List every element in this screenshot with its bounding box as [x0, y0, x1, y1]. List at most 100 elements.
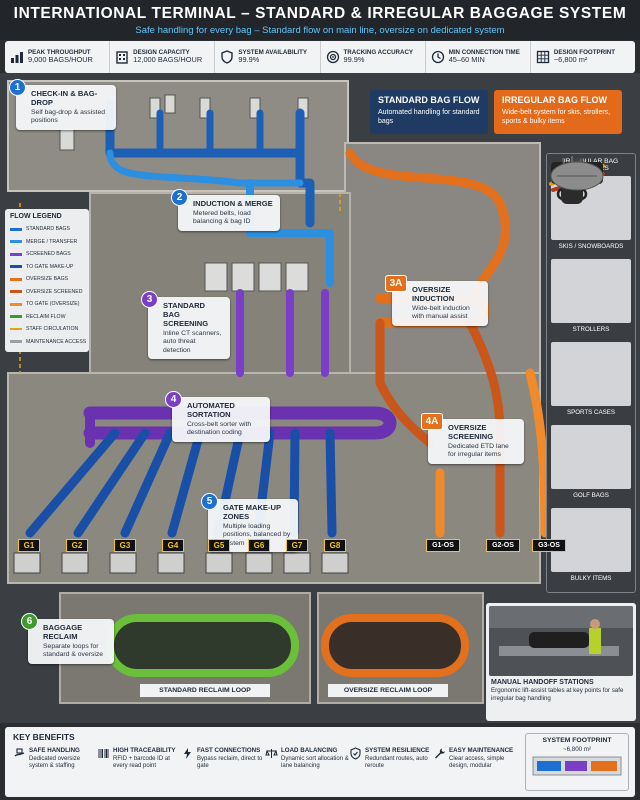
flow-body: Wide-belt system for skis, strollers, sp… — [502, 109, 611, 126]
callout-body: Inline CT scanners, auto threat detectio… — [163, 330, 222, 354]
callout-oversize-screening: 4A OVERSIZE SCREENING Dedicated ETD lane… — [421, 413, 524, 464]
legend-item: OVERSIZE SCREENED — [10, 286, 84, 299]
metric-value: 99.9% — [343, 55, 365, 65]
oversize-reclaim-label: OVERSIZE RECLAIM LOOP — [328, 684, 448, 697]
handoff-body: Ergonomic lift-assist tables at key poin… — [491, 687, 624, 702]
flow-body: Automated handling for standard bags — [378, 109, 480, 126]
balance-icon — [265, 749, 278, 758]
footprint-title: SYSTEM FOOTPRINT — [542, 737, 612, 744]
metric-label: TRACKING ACCURACY — [343, 49, 414, 57]
page-title: INTERNATIONAL TERMINAL – STANDARD & IRRE… — [13, 5, 627, 22]
metric-value: ~6,800 m² — [553, 55, 588, 65]
oversize-reclaim-loop — [321, 614, 469, 677]
callout-body: Metered belts, load balancing & bag ID — [193, 210, 251, 226]
metric-label: SYSTEM AVAILABILITY — [238, 49, 307, 57]
callout-sortation: 4 AUTOMATED SORTATION Cross-belt sorter … — [165, 391, 270, 442]
step-badge: 4A — [421, 413, 443, 430]
metric-value: 45–60 MIN — [448, 55, 485, 65]
callout-title: CHECK-IN & BAG-DROP — [31, 89, 98, 107]
callout-body: Cross-belt sorter with destination codin… — [187, 421, 252, 437]
metric-label: PEAK THROUGHPUT — [28, 49, 91, 57]
baggage-system-scene: STANDARD BAG FLOW Automated handling for… — [0, 73, 640, 723]
callout-body: Self bag-drop & assisted positions — [31, 109, 106, 125]
page-subtitle: Safe handling for every bag – Standard f… — [135, 25, 505, 36]
gate-label-g1: G1 — [18, 539, 40, 552]
callout-title: BAGGAGE RECLAIM — [43, 623, 83, 641]
legend-item: TO GATE MAKE-UP — [10, 261, 84, 274]
shield-check-icon — [350, 747, 361, 760]
hands-icon — [14, 748, 25, 757]
callout-title: STANDARD BAG SCREENING — [163, 301, 209, 328]
callout-title: OVERSIZE SCREENING — [448, 423, 494, 441]
building-icon — [116, 51, 128, 64]
benefits-title: KEY BENEFITS — [13, 732, 75, 742]
step-badge: 1 — [9, 79, 26, 96]
callout-title: GATE MAKE-UP ZONES — [223, 503, 281, 521]
checkin-counters — [59, 94, 309, 151]
irregular-bag-examples: IRREGULAR BAG EXAMPLES SKIS / SNOWBOARDS… — [546, 153, 636, 593]
gate-label-g4: G4 — [162, 539, 184, 552]
legend-item: OVERSIZE BAGS — [10, 273, 84, 286]
legend-item: MAINTENANCE ACCESS — [10, 336, 86, 349]
standard-reclaim-loop — [106, 614, 299, 677]
step-badge: 5 — [201, 493, 218, 510]
flow-legend: FLOW LEGEND STANDARD BAGS MERGE / TRANSF… — [5, 209, 89, 352]
example-strollers: STROLLERS — [551, 161, 631, 339]
manual-handoff-panel: MANUAL HANDOFF STATIONS Ergonomic lift-a… — [486, 603, 636, 721]
flow-title: IRREGULAR BAG FLOW — [502, 95, 607, 105]
legend-item: SCREENED BAGS — [10, 248, 84, 261]
handoff-photo — [489, 606, 633, 676]
grid-icon — [536, 50, 550, 64]
gate-label-g5: G5 — [208, 539, 230, 552]
gate-label-g6: G6 — [248, 539, 270, 552]
bulky-item-icon — [550, 161, 604, 191]
legend-item: TO GATE (OVERSIZE) — [10, 298, 84, 311]
metric-label: DESIGN FOOTPRINT — [553, 49, 616, 57]
irregular-flow-box: IRREGULAR BAG FLOW Wide-belt system for … — [494, 90, 622, 134]
step-badge: 6 — [21, 613, 38, 630]
example-sports-cases: SPORTS CASES — [551, 158, 631, 422]
step-badge: 4 — [165, 391, 182, 408]
callout-checkin: 1 CHECK-IN & BAG-DROP Self bag-drop & as… — [9, 79, 116, 130]
metric-value: 9,000 BAGS/HOUR — [28, 55, 93, 65]
gate-label-g2-os: G2-OS — [486, 539, 520, 552]
gate-label-g7: G7 — [286, 539, 308, 552]
legend-item: STANDARD BAGS — [10, 223, 84, 236]
callout-body: Dedicated ETD lane for irregular items — [448, 443, 509, 459]
footprint-mini-map — [532, 756, 622, 776]
example-bulky-items: BULKY ITEMS — [550, 161, 631, 588]
gate-label-g2: G2 — [66, 539, 88, 552]
legend-item: MERGE / TRANSFER — [10, 236, 84, 249]
metric-design-footprint: DESIGN FOOTPRINT~6,800 m² — [531, 41, 635, 73]
callout-body: Separate loops for standard & oversize — [43, 643, 104, 659]
gate-label-g8: G8 — [324, 539, 346, 552]
gate-label-g1-os: G1-OS — [426, 539, 460, 552]
callout-reclaim: 6 BAGGAGE RECLAIM Separate loops for sta… — [21, 613, 114, 664]
lightning-icon — [184, 748, 191, 759]
clock-icon — [431, 50, 444, 64]
callout-body: Multiple loading positions, balanced by … — [223, 523, 291, 547]
callout-title: INDUCTION & MERGE — [193, 199, 273, 208]
flow-title: STANDARD BAG FLOW — [378, 95, 480, 105]
legend-item: RECLAIM FLOW — [10, 311, 84, 324]
chart-icon — [11, 52, 23, 63]
gate-label-g3-os: G3-OS — [532, 539, 566, 552]
callout-screening: 3 STANDARD BAG SCREENING Inline CT scann… — [141, 291, 230, 360]
gate-carts — [13, 552, 349, 574]
screened-conveyor-lines — [83, 289, 397, 448]
wrench-icon — [435, 748, 445, 759]
system-footprint-box: SYSTEM FOOTPRINT ~6,800 m² — [525, 733, 629, 791]
step-badge: 2 — [171, 189, 188, 206]
callout-title: OVERSIZE INDUCTION — [412, 285, 455, 303]
